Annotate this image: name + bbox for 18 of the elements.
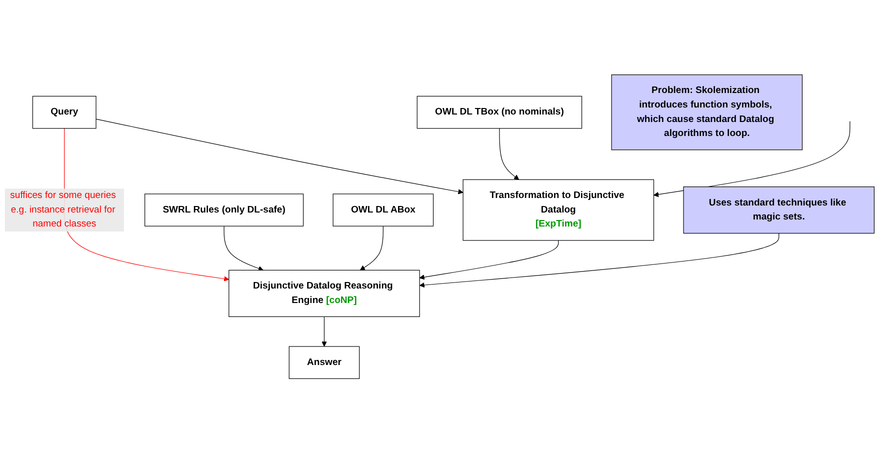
node-box: OWL DL ABox: [332, 194, 434, 227]
edge-label: suffices for some queries e.g. instance retrieval for named classes: [10, 190, 116, 230]
node-box: Answer: [288, 346, 360, 380]
arrow: [499, 128, 520, 180]
arrow: [224, 226, 264, 272]
node-box: Uses standard techniques like magic sets.: [683, 186, 874, 234]
arrow: [419, 240, 559, 280]
arrow: [360, 226, 384, 271]
arrow: [419, 233, 780, 288]
node-box: Disjunctive Datalog Reasoning Engine [coNP]: [228, 270, 420, 318]
arrow: [96, 119, 464, 195]
arrow: [322, 316, 327, 347]
node-box: Problem: Skolemization introduces function symbols, which cause standard Datalog algorithms to loop.: [611, 74, 803, 150]
node-box: OWL DL TBox (no nominals): [416, 96, 582, 129]
arrow: [654, 121, 850, 198]
node-box: Transformation to Disjunctive Datalog [ExpTime]: [462, 180, 654, 241]
node-box: SWRL Rules (only DL-safe): [144, 194, 304, 227]
node-box: Query: [32, 96, 96, 129]
